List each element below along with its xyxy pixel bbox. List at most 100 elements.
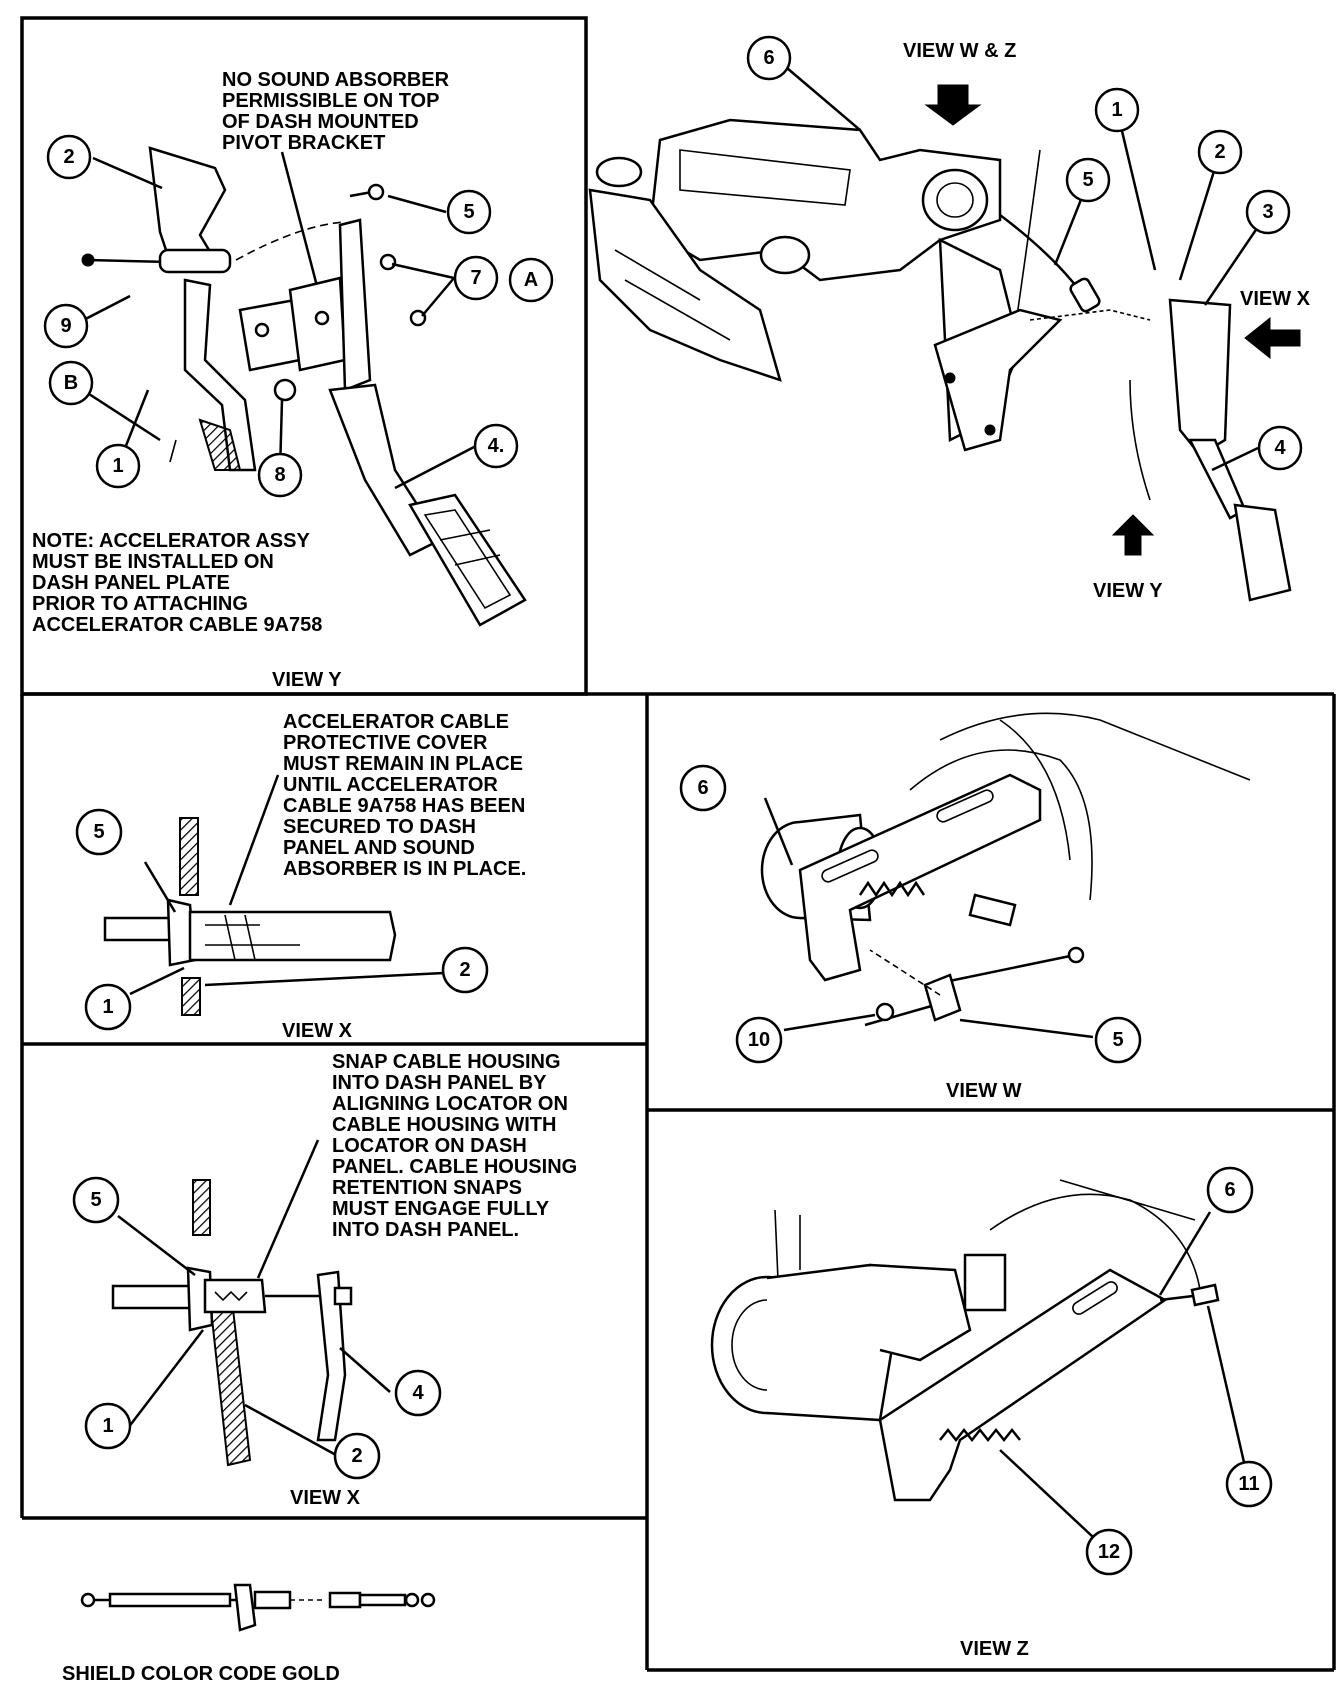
panel-overview: 6 1 2 5 3 4 VIEW W & Z VIEW X VIEW Y	[588, 35, 1311, 602]
callout-5: 5	[1065, 157, 1111, 203]
view-w-label: VIEW W	[946, 1080, 1022, 1102]
callout-4: 4	[394, 1369, 442, 1417]
svg-text:2: 2	[1214, 141, 1225, 163]
callout-6: 6	[1206, 1166, 1254, 1214]
dash-panel-section	[179, 817, 199, 896]
pedal-arm-snap	[316, 1270, 347, 1442]
panel-view-x-snap: SNAP CABLE HOUSING INTO DASH PANEL BY AL…	[72, 1051, 577, 1509]
dash-bracket-plate	[933, 308, 1063, 452]
svg-text:B: B	[64, 372, 78, 394]
view-z-label: VIEW Z	[960, 1638, 1029, 1660]
view-wz-label: VIEW W & Z	[903, 40, 1016, 62]
snap-note-line2: INTO DASH PANEL BY	[332, 1072, 547, 1094]
svg-text:11: 11	[1238, 1473, 1259, 1495]
cable-shield	[108, 1592, 232, 1608]
cover-note-line4: UNTIL ACCELERATOR	[283, 774, 498, 796]
callout-2: 2	[1197, 129, 1243, 175]
snap-note-line5: LOCATOR ON DASH	[332, 1135, 527, 1157]
svg-text:A: A	[524, 269, 538, 291]
cable-bracket-z	[878, 1268, 1168, 1502]
snap-note-line3: ALIGNING LOCATOR ON	[332, 1093, 568, 1115]
callout-10: 10	[735, 1016, 783, 1064]
panel-view-w: 6 10 5 VIEW W	[679, 712, 1251, 1102]
svg-text:1: 1	[1111, 99, 1122, 121]
svg-text:6: 6	[763, 47, 774, 69]
cable-bracket-w	[798, 773, 1042, 982]
snap-note-line1: SNAP CABLE HOUSING	[332, 1051, 561, 1073]
pedal-arm-upper	[338, 218, 372, 392]
callout-1: 1	[95, 443, 141, 489]
snap-note-line9: INTO DASH PANEL.	[332, 1219, 519, 1241]
cover-note-line2: PROTECTIVE COVER	[283, 732, 488, 754]
callout-1: 1	[84, 1402, 132, 1450]
panel-view-z: 6 11 12 VIEW Z	[710, 1166, 1273, 1660]
cover-note-line7: PANEL AND SOUND	[283, 837, 475, 859]
callout-5: 5	[1094, 1016, 1142, 1064]
callout-B: B	[48, 360, 94, 406]
no-absorber-note-line4: PIVOT BRACKET	[222, 132, 385, 154]
panel-view-x-cover: ACCELERATOR CABLE PROTECTIVE COVER MUST …	[75, 711, 526, 1042]
cable-housing-snap	[111, 1284, 195, 1310]
svg-text:2: 2	[459, 959, 470, 981]
callout-5: 5	[75, 808, 123, 856]
callout-3: 3	[1245, 189, 1291, 235]
protective-cover	[188, 910, 397, 962]
accelerator-note-line2: MUST BE INSTALLED ON	[32, 551, 274, 573]
svg-text:4: 4	[412, 1382, 424, 1404]
intake-manifold	[648, 118, 1002, 282]
snap-note-line4: CABLE HOUSING WITH	[332, 1114, 556, 1136]
cover-note-line3: MUST REMAIN IN PLACE	[283, 753, 523, 775]
svg-text:1: 1	[102, 1415, 113, 1437]
view-y-label-overview: VIEW Y	[1093, 580, 1163, 602]
callout-9: 9	[43, 303, 89, 349]
throttle-body	[921, 168, 989, 232]
svg-text:2: 2	[63, 146, 74, 168]
svg-text:8: 8	[274, 464, 285, 486]
cable-housing	[103, 916, 177, 942]
view-y-label: VIEW Y	[272, 669, 342, 691]
callout-11: 11	[1225, 1460, 1273, 1508]
pivot-bracket	[238, 298, 302, 372]
accelerator-note-line1: NOTE: ACCELERATOR ASSY	[32, 530, 310, 552]
snap-note-line8: MUST ENGAGE FULLY	[332, 1198, 550, 1220]
dash-bracket-shape	[148, 146, 227, 264]
svg-text:9: 9	[60, 315, 71, 337]
cover-note-line6: SECURED TO DASH	[283, 816, 476, 838]
svg-text:3: 3	[1262, 201, 1273, 223]
panel-view-y: NO SOUND ABSORBER PERMISSIBLE ON TOP OF …	[32, 69, 554, 691]
callout-A: A	[508, 257, 554, 303]
accelerator-note-line4: PRIOR TO ATTACHING	[32, 593, 248, 615]
snap-note-line6: PANEL. CABLE HOUSING	[332, 1156, 577, 1178]
no-absorber-note-line2: PERMISSIBLE ON TOP	[222, 90, 439, 112]
view-x-label-snap: VIEW X	[290, 1487, 361, 1509]
shield-color-label: SHIELD COLOR CODE GOLD	[62, 1663, 340, 1685]
view-x-label: VIEW X	[1240, 288, 1311, 310]
return-spring-z	[939, 1427, 1021, 1443]
callout-6: 6	[679, 764, 727, 812]
pedal-pad-overview	[1233, 503, 1292, 602]
callout-6: 6	[746, 35, 792, 81]
pedal-bracket	[1168, 298, 1232, 457]
accelerator-note-line5: ACCELERATOR CABLE 9A758	[32, 614, 322, 636]
svg-text:1: 1	[102, 996, 113, 1018]
callout-4: 4.	[473, 423, 519, 469]
callout-5: 5	[446, 189, 492, 235]
svg-text:12: 12	[1098, 1541, 1120, 1563]
callout-8: 8	[257, 452, 303, 498]
callout-12: 12	[1085, 1528, 1133, 1576]
svg-text:5: 5	[90, 1189, 101, 1211]
svg-text:5: 5	[1112, 1029, 1123, 1051]
callout-4: 4	[1257, 425, 1303, 471]
oil-filler-cap	[595, 156, 643, 188]
callout-2: 2	[441, 946, 489, 994]
svg-text:5: 5	[1082, 169, 1093, 191]
return-spring-w	[858, 880, 926, 898]
cover-note-line1: ACCELERATOR CABLE	[283, 711, 509, 733]
callout-2: 2	[333, 1432, 381, 1480]
arrow-view-x	[1244, 316, 1301, 360]
pedal-pad	[408, 493, 527, 627]
callout-5: 5	[72, 1176, 120, 1224]
panel-borders	[20, 16, 1336, 1672]
callout-2: 2	[46, 134, 92, 180]
